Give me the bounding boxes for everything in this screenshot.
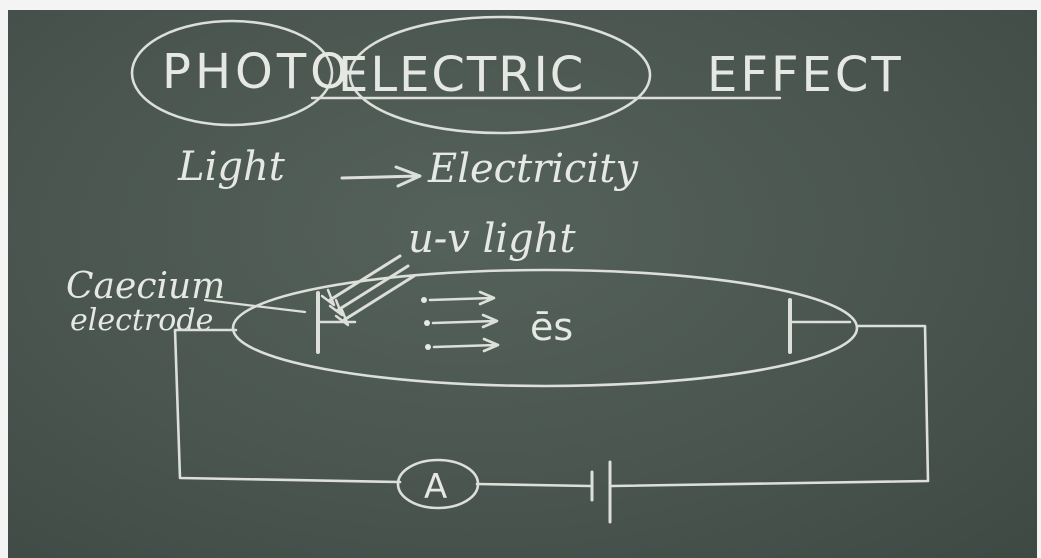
uv-light-label: u-v light bbox=[408, 216, 577, 262]
electrode-label-line1: Caecium bbox=[66, 266, 225, 307]
circuit-wire bbox=[173, 324, 930, 488]
ammeter-label: A bbox=[424, 467, 447, 507]
vacuum-tube bbox=[231, 268, 859, 388]
right-arrow bbox=[340, 165, 422, 188]
electric-circle bbox=[348, 15, 652, 135]
electrons bbox=[421, 290, 500, 353]
ammeter bbox=[396, 458, 480, 510]
subtitle-light: Light bbox=[177, 144, 286, 190]
title: PHOTO ELECTRIC EFFECT bbox=[130, 15, 904, 135]
electrode-label-line2: electrode bbox=[70, 303, 213, 338]
electrons-label: ēs bbox=[530, 305, 573, 349]
title-electric: ELECTRIC bbox=[338, 47, 585, 103]
title-effect: EFFECT bbox=[707, 47, 904, 103]
subtitle-electricity: Electricity bbox=[427, 146, 639, 192]
subtitle: Light Electricity bbox=[177, 144, 639, 192]
photo-circle bbox=[130, 19, 334, 127]
light-rays bbox=[320, 254, 416, 327]
title-photo: PHOTO bbox=[162, 44, 352, 100]
